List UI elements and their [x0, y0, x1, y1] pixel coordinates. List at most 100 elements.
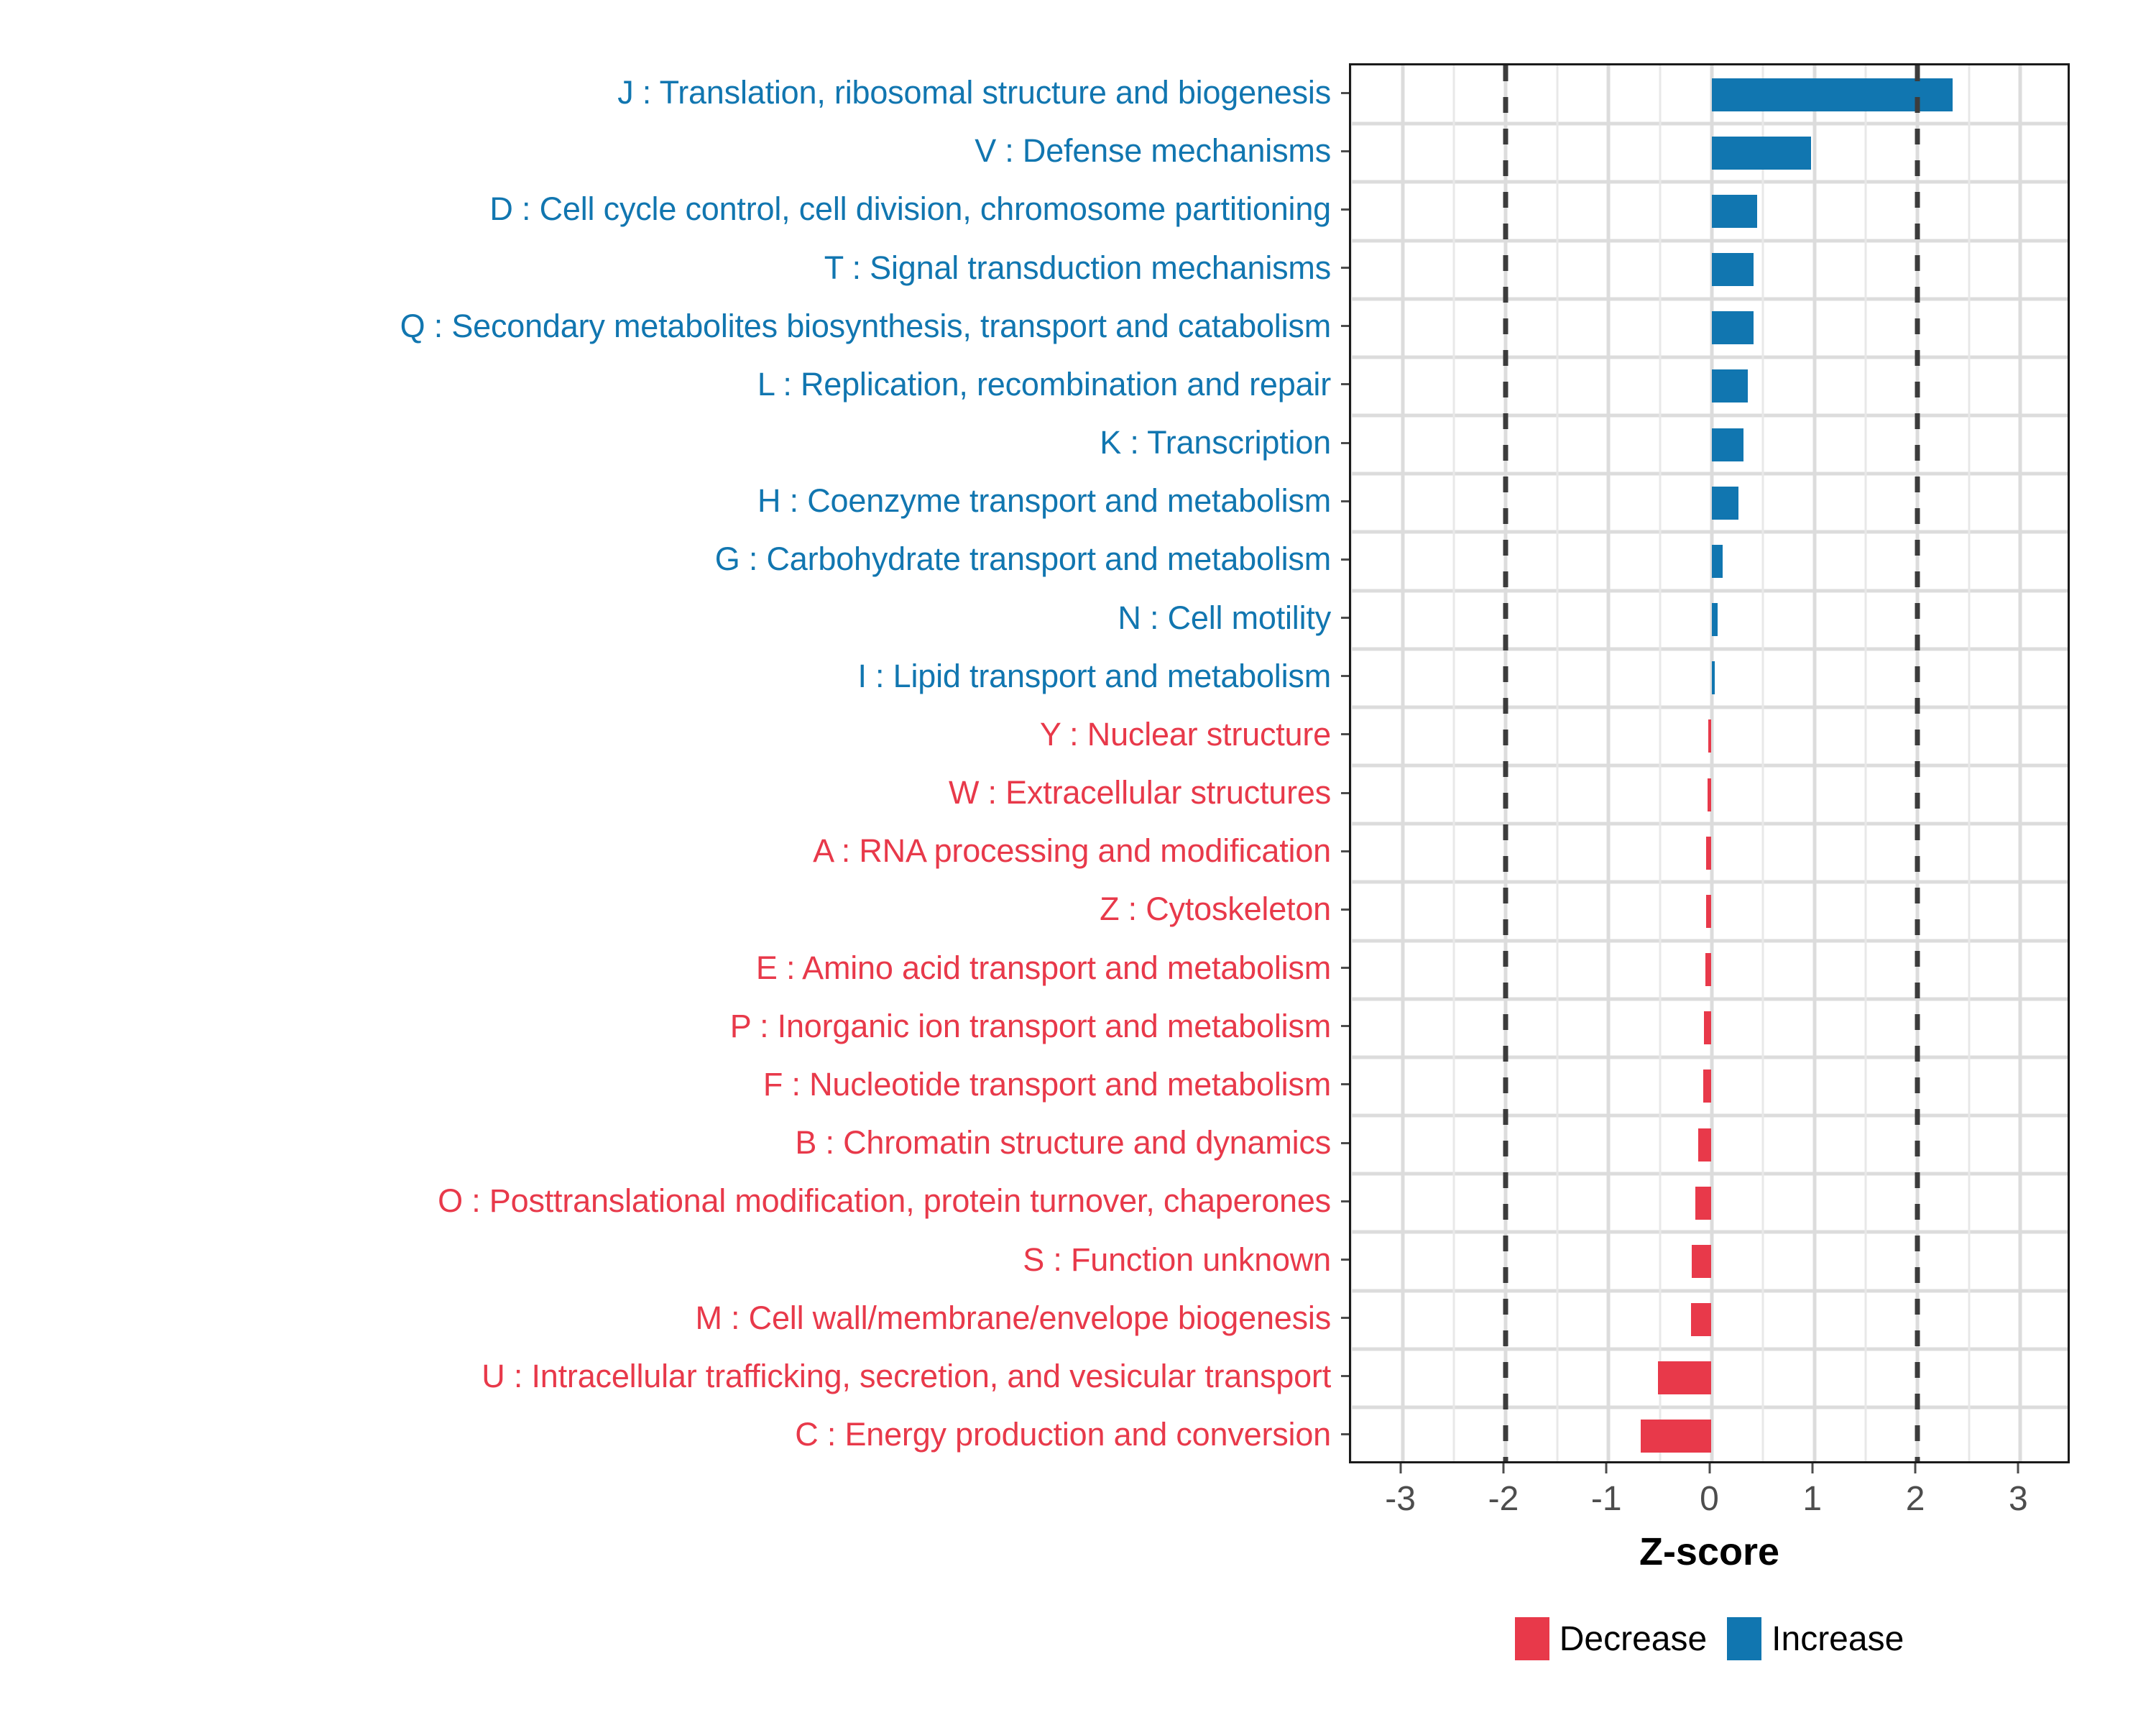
horizontal-gridline [1351, 1289, 2068, 1292]
bar [1711, 544, 1723, 578]
y-axis-tick [1341, 617, 1349, 620]
y-axis-label-row: V : Defense mechanisms [0, 121, 1341, 180]
vertical-gridline [1606, 65, 1611, 1461]
horizontal-gridline [1351, 530, 2068, 534]
horizontal-gridline [1351, 1347, 2068, 1351]
y-axis-label-row: U : Intracellular trafficking, secretion… [0, 1347, 1341, 1405]
y-axis-label-row: T : Signal transduction mechanisms [0, 239, 1341, 297]
y-axis-label-row: Z : Cytoskeleton [0, 880, 1341, 938]
y-axis-label-row: B : Chromatin structure and dynamics [0, 1113, 1341, 1172]
y-axis-label-row: Y : Nuclear structure [0, 705, 1341, 763]
x-axis-tick [1399, 1463, 1402, 1473]
x-axis-tick [1502, 1463, 1505, 1473]
y-axis-tick [1341, 967, 1349, 970]
plot-panel [1349, 63, 2070, 1463]
vertical-gridline [1401, 65, 1405, 1461]
x-axis-tick [1708, 1463, 1710, 1473]
y-axis-label-row: F : Nucleotide transport and metabolism [0, 1055, 1341, 1113]
y-axis-label-row: S : Function unknown [0, 1230, 1341, 1288]
y-axis-label-row: M : Cell wall/membrane/envelope biogenes… [0, 1289, 1341, 1347]
horizontal-gridline [1351, 1113, 2068, 1118]
horizontal-gridline [1351, 1405, 2068, 1409]
legend-item[interactable]: Decrease [1514, 1617, 1707, 1660]
y-axis-tick [1341, 1433, 1349, 1436]
y-axis-label: J : Translation, ribosomal structure and… [617, 74, 1331, 111]
vertical-gridline-minor [1761, 65, 1764, 1461]
y-axis-tick [1341, 908, 1349, 911]
bar [1711, 486, 1738, 520]
y-axis-tick [1341, 791, 1349, 794]
y-axis-label-row: E : Amino acid transport and metabolism [0, 939, 1341, 997]
bar [1705, 953, 1712, 987]
x-axis-tick [1605, 1463, 1608, 1473]
bar [1657, 1361, 1712, 1395]
bar [1711, 253, 1754, 287]
horizontal-gridline [1351, 355, 2068, 359]
y-axis-label-row: O : Posttranslational modification, prot… [0, 1172, 1341, 1230]
bar [1690, 1303, 1712, 1337]
y-axis-tick [1341, 325, 1349, 328]
y-axis-label-row: L : Replication, recombination and repai… [0, 355, 1341, 413]
horizontal-gridline [1351, 880, 2068, 884]
y-axis-tick [1341, 733, 1349, 736]
bar [1692, 1244, 1712, 1278]
horizontal-gridline [1351, 939, 2068, 942]
bar [1708, 719, 1712, 753]
y-axis-label-row: W : Extracellular structures [0, 763, 1341, 822]
y-axis-tick [1341, 675, 1349, 678]
bar [1711, 136, 1812, 170]
y-axis-label: T : Signal transduction mechanisms [824, 249, 1331, 286]
legend-label: Increase [1772, 1619, 1904, 1658]
horizontal-gridline [1351, 647, 2068, 651]
y-axis-label: N : Cell motility [1118, 599, 1331, 636]
y-axis-tick [1341, 558, 1349, 561]
horizontal-gridline [1351, 763, 2068, 768]
y-axis-label: G : Carbohydrate transport and metabolis… [714, 540, 1331, 578]
y-axis-label: M : Cell wall/membrane/envelope biogenes… [695, 1299, 1331, 1336]
bar [1711, 311, 1754, 345]
y-axis-label: I : Lipid transport and metabolism [857, 657, 1331, 694]
y-axis-label-row: A : RNA processing and modification [0, 822, 1341, 880]
y-axis-tick [1341, 1025, 1349, 1028]
bar [1697, 1128, 1712, 1162]
bar [1711, 78, 1953, 111]
bar [1703, 1070, 1712, 1103]
threshold-line [1915, 65, 1920, 1461]
vertical-gridline [2018, 65, 2022, 1461]
y-axis-tick [1341, 500, 1349, 502]
y-axis-tick [1341, 383, 1349, 386]
y-axis-category-labels: J : Translation, ribosomal structure and… [0, 63, 1341, 1463]
y-axis-label-row: Q : Secondary metabolites biosynthesis, … [0, 297, 1341, 355]
x-axis-tick-label: 0 [1700, 1480, 1719, 1518]
y-axis-label: E : Amino acid transport and metabolism [755, 949, 1331, 986]
y-axis-tick [1341, 850, 1349, 852]
y-axis-label: L : Replication, recombination and repai… [757, 365, 1331, 402]
y-axis-label: H : Coenzyme transport and metabolism [757, 482, 1331, 520]
y-axis-label-row: N : Cell motility [0, 589, 1341, 647]
horizontal-gridline [1351, 180, 2068, 184]
x-axis-tick-label: -3 [1385, 1480, 1416, 1518]
vertical-gridline-minor [1864, 65, 1867, 1461]
chart-legend: Decrease Increase [1349, 1617, 2070, 1660]
y-axis-label: B : Chromatin structure and dynamics [795, 1124, 1331, 1162]
y-axis-label: F : Nucleotide transport and metabolism [763, 1066, 1331, 1103]
x-axis-tick [1811, 1463, 1814, 1473]
y-axis-label: Q : Secondary metabolites biosynthesis, … [400, 307, 1332, 344]
y-axis-label-row: G : Carbohydrate transport and metabolis… [0, 530, 1341, 588]
vertical-gridline [1710, 65, 1713, 1461]
bar [1711, 428, 1743, 461]
horizontal-gridline [1351, 121, 2068, 126]
x-axis-tick [2017, 1463, 2019, 1473]
y-axis-label: O : Posttranslational modification, prot… [438, 1182, 1331, 1220]
y-axis-label-row: C : Energy production and conversion [0, 1405, 1341, 1463]
bar [1704, 1011, 1712, 1045]
y-axis-label-row: D : Cell cycle control, cell division, c… [0, 180, 1341, 238]
y-axis-label: Y : Nuclear structure [1039, 715, 1331, 753]
y-axis-tick [1341, 208, 1349, 211]
vertical-gridline-minor [1556, 65, 1559, 1461]
x-axis-tick [1914, 1463, 1917, 1473]
y-axis-label: A : RNA processing and modification [813, 832, 1331, 870]
bar [1640, 1420, 1712, 1453]
y-axis-tick [1341, 1375, 1349, 1378]
legend-item[interactable]: Increase [1727, 1617, 1904, 1660]
